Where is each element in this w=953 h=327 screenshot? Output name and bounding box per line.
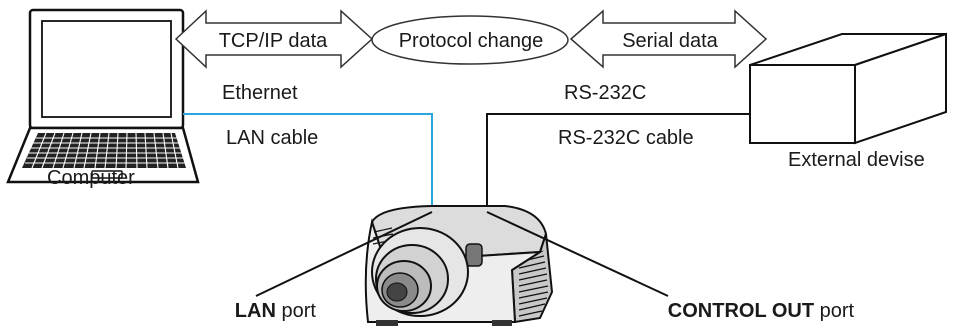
control-out-port-name: CONTROL OUT bbox=[668, 300, 814, 322]
lan-cable-line bbox=[183, 113, 433, 212]
lan-port-suffix: port bbox=[276, 300, 316, 322]
external-device-icon bbox=[749, 32, 947, 145]
control-out-port-suffix: port bbox=[814, 300, 854, 322]
computer-label: Computer bbox=[47, 167, 135, 189]
rs232c-cable-line bbox=[486, 113, 750, 212]
computer-icon bbox=[6, 8, 200, 184]
protocol-change-ellipse bbox=[371, 15, 569, 65]
rs232c-cable-label: RS-232C cable bbox=[558, 127, 694, 149]
serial-data-label: Serial data bbox=[622, 30, 718, 52]
protocol-change-label: Protocol change bbox=[399, 30, 544, 52]
serial-arrow bbox=[569, 9, 768, 69]
lan-port-label: LAN port bbox=[207, 300, 333, 322]
lan-port-leader bbox=[255, 211, 433, 297]
projector-icon bbox=[364, 205, 554, 326]
lan-port-name: LAN bbox=[235, 300, 276, 322]
tcpip-data-label: TCP/IP data bbox=[219, 30, 328, 52]
external-device-label: External devise bbox=[788, 149, 925, 171]
lan-cable-label: LAN cable bbox=[226, 127, 318, 149]
ethernet-label: Ethernet bbox=[222, 82, 298, 104]
control-out-port-label: CONTROL OUT port bbox=[640, 300, 871, 322]
control-out-port-leader bbox=[486, 211, 669, 297]
rs232c-label: RS-232C bbox=[564, 82, 646, 104]
